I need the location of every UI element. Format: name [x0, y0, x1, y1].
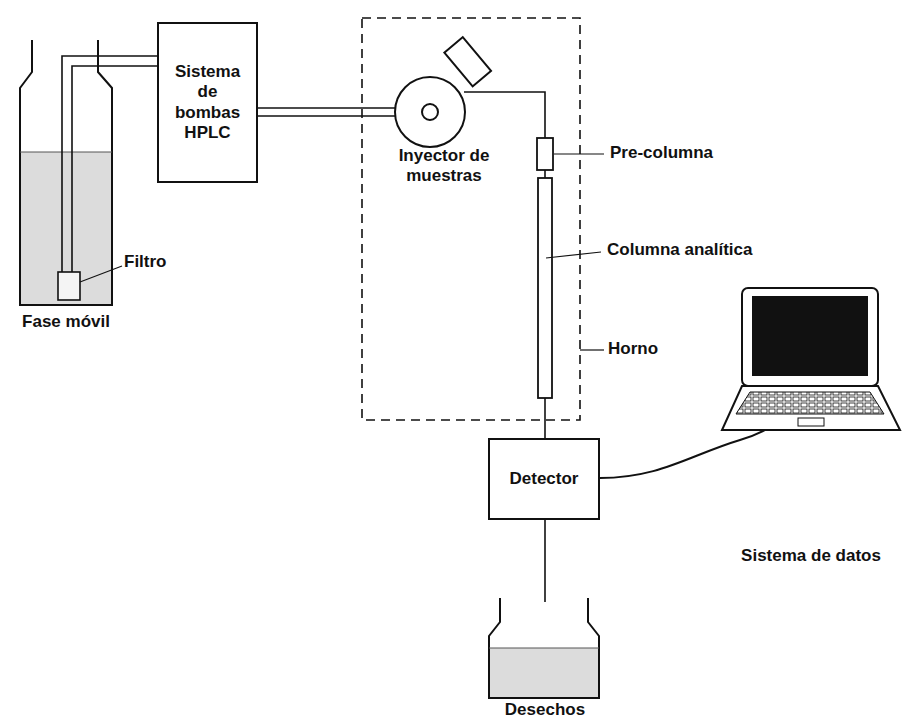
detector-box: Detector — [488, 438, 600, 520]
box-text: Sistema de bombas HPLC — [165, 62, 250, 144]
mobile-phase-bottle — [20, 40, 112, 305]
tubing — [62, 56, 545, 602]
leader-line — [80, 266, 122, 282]
laptop-icon — [722, 288, 900, 430]
pump-box: Sistema de bombas HPLC — [157, 22, 258, 183]
leader-line — [546, 252, 601, 258]
pre-column-label: Pre-columna — [610, 143, 750, 163]
oven-label: Horno — [608, 339, 688, 359]
injector-label: Inyector de muestras — [374, 146, 514, 187]
filter-symbol — [58, 272, 80, 300]
box-text: Detector — [510, 469, 579, 489]
waste-label: Desechos — [470, 700, 620, 720]
pre-column — [537, 138, 553, 170]
leader-line — [554, 153, 604, 154]
leader-line — [580, 349, 604, 350]
filter-label: Filtro — [124, 252, 204, 272]
column-label: Columna analítica — [607, 240, 797, 260]
mobile-phase-label: Fase móvil — [4, 312, 128, 332]
injector-valve — [395, 37, 491, 147]
oven-outline — [362, 18, 580, 420]
analytical-column — [538, 178, 552, 398]
waste-bottle — [489, 598, 599, 698]
data-system-label: Sistema de datos — [716, 546, 906, 566]
